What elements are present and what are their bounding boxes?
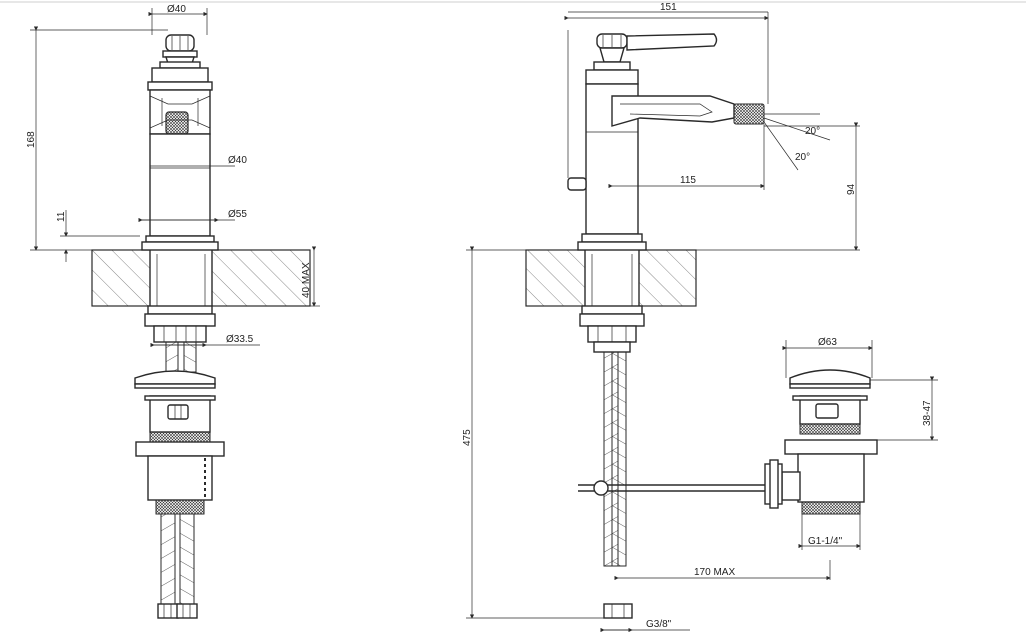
waste-right bbox=[764, 369, 878, 515]
dim-waste-height: 38-47 bbox=[922, 400, 933, 426]
dim-rod-length: 170 MAX bbox=[694, 567, 735, 578]
dim-waste-diameter: Ø63 bbox=[818, 337, 837, 348]
dim-angle-top: 20° bbox=[805, 126, 820, 137]
spout-right bbox=[611, 95, 765, 127]
handle-knob-left bbox=[147, 34, 213, 91]
handle-lever-right bbox=[585, 33, 718, 85]
body-left bbox=[149, 133, 211, 237]
lever-block-left bbox=[149, 89, 211, 135]
front-view bbox=[30, 8, 320, 619]
dim-angle-bottom: 20° bbox=[795, 152, 810, 163]
dim-top-diameter: Ø40 bbox=[167, 4, 186, 15]
dim-waste-thread: G1-1/4" bbox=[808, 536, 843, 547]
dim-base-diameter: Ø55 bbox=[228, 209, 247, 220]
dim-overall-width: 151 bbox=[660, 2, 677, 13]
dim-nut-diameter: Ø33.5 bbox=[226, 334, 254, 345]
dim-body-diameter: Ø40 bbox=[228, 155, 247, 166]
dim-hose-thread: G3/8" bbox=[646, 619, 672, 630]
dim-spout-height: 94 bbox=[846, 183, 857, 195]
dim-base-height: 11 bbox=[56, 211, 67, 222]
dim-total-height-left: 168 bbox=[26, 131, 37, 148]
dim-spout-reach: 115 bbox=[680, 175, 696, 186]
side-view bbox=[466, 11, 938, 633]
dim-deck-max: 40 MAX bbox=[301, 262, 312, 298]
dim-total-height-right: 475 bbox=[462, 429, 473, 446]
waste-body-left bbox=[135, 395, 225, 515]
